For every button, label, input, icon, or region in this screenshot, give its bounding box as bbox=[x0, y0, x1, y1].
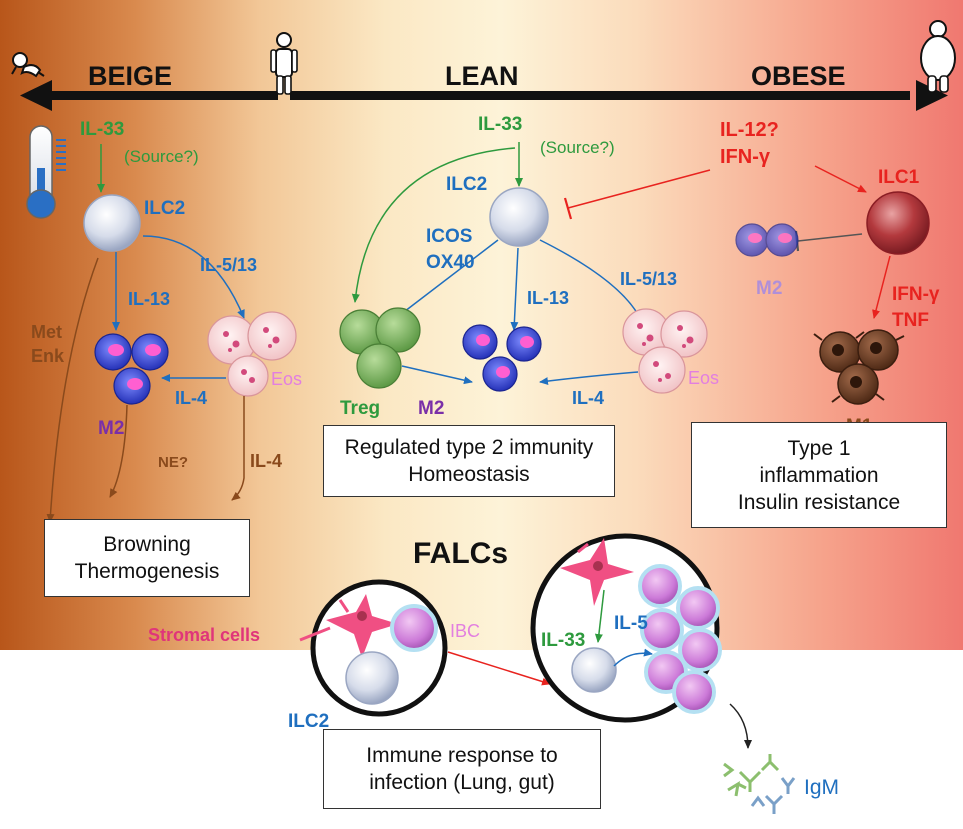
obese-m1-macrophages bbox=[813, 329, 905, 405]
lean-il33-to-treg-arrow bbox=[351, 147, 516, 303]
falcs-title: FALCs bbox=[413, 537, 508, 570]
lean-il4-arrow bbox=[539, 371, 639, 386]
lean-il4-label: IL-4 bbox=[572, 388, 604, 408]
falcs-stromal-label: Stromal cells bbox=[148, 625, 260, 645]
beige-eos-label: Eos bbox=[271, 369, 302, 389]
lean-ilc2-to-treg-arrow bbox=[395, 239, 499, 319]
zone-label-beige: BEIGE bbox=[88, 61, 172, 91]
beige-il4-out-label: IL-4 bbox=[250, 451, 282, 471]
obese-tnf-label: TNF bbox=[892, 310, 929, 331]
beige-ilc2-label: ILC2 bbox=[144, 198, 185, 219]
obese-ilc1-to-m1-arrow bbox=[872, 255, 891, 319]
obese-il12-label: IL-12? bbox=[720, 119, 779, 141]
obese-ifng2-label: IFN-γ bbox=[892, 284, 940, 305]
beige-m2-ne-arrow bbox=[109, 404, 128, 498]
falcs-outcome-line-1: Immune response to bbox=[366, 744, 558, 767]
thermometer-icon bbox=[26, 125, 66, 219]
obese-outcome-line-1: Type 1 bbox=[787, 436, 851, 460]
obese-ilc1-cell bbox=[866, 191, 930, 255]
falcs-outcome-line-2: infection (Lung, gut) bbox=[369, 771, 555, 794]
lean-il5-13-label: IL-5/13 bbox=[620, 269, 677, 289]
lean-il33-label: IL-33 bbox=[478, 114, 522, 135]
lean-ilc2-to-eos-arrow bbox=[539, 239, 641, 319]
obese-outcome-line-3: Insulin resistance bbox=[737, 490, 901, 514]
obese-outcome-box: Type 1 inflammation Insulin resistance bbox=[691, 422, 947, 528]
lean-ilc2-label: ILC2 bbox=[446, 174, 487, 195]
falcs-ilc2-label: ILC2 bbox=[288, 711, 329, 732]
beige-m2-macrophages bbox=[94, 333, 169, 405]
lean-treg-label: Treg bbox=[340, 398, 380, 419]
obese-m2-label: M2 bbox=[756, 278, 782, 299]
obese-person-icon bbox=[920, 20, 956, 93]
lean-eos-label: Eos bbox=[688, 368, 719, 388]
beige-il4-label: IL-4 bbox=[175, 388, 207, 408]
lean-outcome-line-2: Homeostasis bbox=[408, 463, 530, 486]
lean-m2-macrophages bbox=[462, 324, 542, 392]
zone-label-lean: LEAN bbox=[445, 61, 519, 91]
falcs-il33-arrow bbox=[594, 589, 605, 643]
beige-ne-label: NE? bbox=[158, 454, 188, 471]
beige-outcome-box: Browning Thermogenesis bbox=[44, 519, 250, 597]
beige-ilc2-to-eos-arrow bbox=[142, 235, 245, 319]
falcs-igm-label: IgM bbox=[804, 776, 839, 799]
obese-m2-macrophages bbox=[735, 223, 799, 257]
falcs-expansion-arrow bbox=[447, 651, 551, 686]
falcs-il5-label: IL-5 bbox=[614, 613, 648, 634]
lean-il13-label: IL-13 bbox=[527, 288, 569, 308]
beige-il5-13-label: IL-5/13 bbox=[200, 255, 257, 275]
lean-person-icon bbox=[270, 32, 298, 95]
obese-inhibit-ilc2-bar bbox=[563, 197, 573, 220]
obese-ifng-to-ilc1-arrow bbox=[814, 165, 867, 193]
lean-ox40-label: OX40 bbox=[426, 252, 475, 273]
falcs-circle-right bbox=[530, 533, 722, 723]
beige-il13-label: IL-13 bbox=[128, 289, 170, 309]
obesity-axis-arrow bbox=[20, 80, 948, 111]
lean-m2-label: M2 bbox=[418, 398, 444, 419]
beige-met-enk-arrow bbox=[46, 257, 99, 523]
beige-eos-il4-arrow bbox=[231, 396, 245, 501]
falcs-circle-left bbox=[299, 579, 448, 717]
beige-m2-label: M2 bbox=[98, 418, 124, 439]
obese-outcome-line-2: inflammation bbox=[759, 463, 879, 487]
beige-eosinophils bbox=[207, 311, 297, 397]
zone-label-obese: OBESE bbox=[751, 61, 846, 91]
beige-outcome-line-2: Thermogenesis bbox=[74, 560, 220, 583]
beige-source-label: (Source?) bbox=[124, 147, 199, 166]
beige-met-label: Met bbox=[31, 322, 62, 342]
falcs-igm-arrow bbox=[729, 703, 752, 749]
lean-outcome-box: Regulated type 2 immunity Homeostasis bbox=[323, 425, 615, 497]
falcs-outcome-box: Immune response to infection (Lung, gut) bbox=[323, 729, 601, 809]
obese-inhibit-ilc2-line bbox=[567, 169, 711, 209]
lean-ilc2-cell bbox=[489, 187, 549, 247]
beige-ilc2-cell bbox=[83, 194, 141, 252]
lean-source-label: (Source?) bbox=[540, 138, 615, 157]
lean-outcome-line-1: Regulated type 2 immunity bbox=[344, 436, 594, 459]
falcs-ibc-label: IBC bbox=[450, 621, 480, 641]
lean-icos-label: ICOS bbox=[426, 226, 472, 247]
falcs-il5-arrow bbox=[613, 648, 653, 667]
obese-ilc1-label: ILC1 bbox=[878, 167, 920, 188]
obese-ifng-label: IFN-γ bbox=[720, 146, 771, 168]
lean-treg-to-m2-arrow bbox=[401, 365, 473, 385]
lean-treg-cells bbox=[339, 307, 421, 389]
beige-enk-label: Enk bbox=[31, 346, 65, 366]
falcs-il33-label: IL-33 bbox=[541, 630, 585, 651]
beige-outcome-line-1: Browning bbox=[103, 533, 191, 556]
obese-inhibit-m2-line bbox=[797, 233, 863, 242]
lean-eosinophils bbox=[622, 308, 708, 394]
igm-antibodies-icon bbox=[723, 754, 796, 814]
baby-icon bbox=[11, 52, 45, 78]
lean-il13-arrow bbox=[510, 247, 519, 331]
beige-il33-label: IL-33 bbox=[80, 119, 124, 140]
